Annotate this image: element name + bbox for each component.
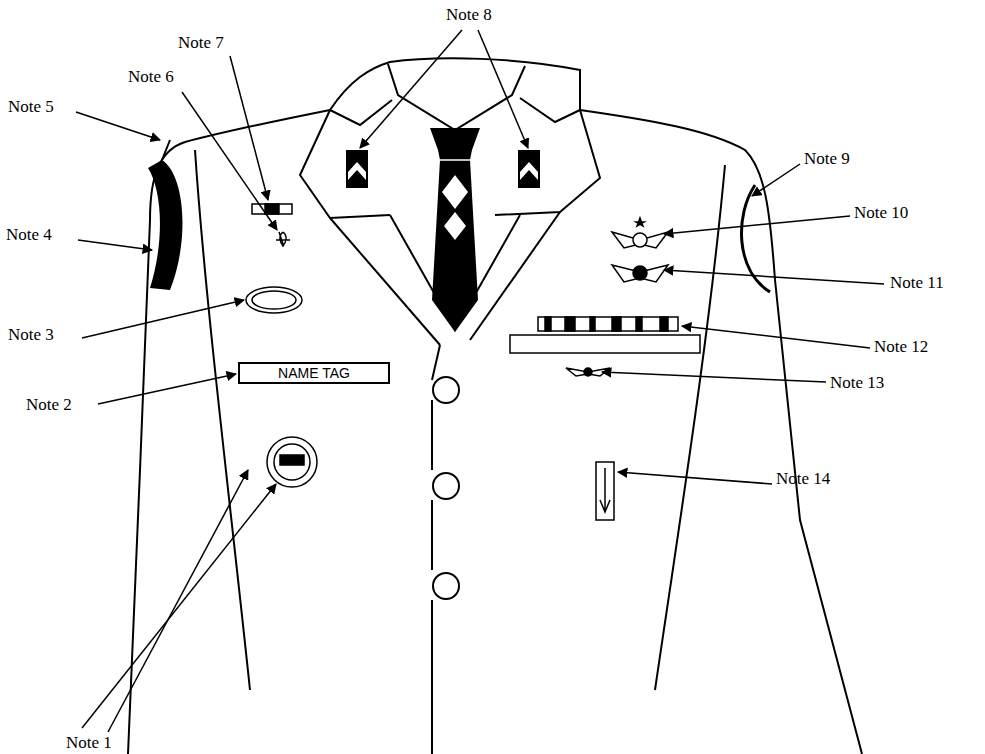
name-tag: NAME TAG bbox=[238, 362, 390, 384]
callout-label: Note 9 bbox=[804, 150, 850, 167]
right-chest-items bbox=[510, 218, 700, 520]
callout-label: Note 5 bbox=[8, 98, 54, 115]
rank-insignia bbox=[346, 150, 540, 188]
left-chest-items bbox=[246, 204, 317, 487]
callout-label: Note 2 bbox=[26, 396, 72, 413]
necktie bbox=[430, 128, 480, 332]
callout-label: Note 12 bbox=[874, 338, 928, 355]
callout-label: Note 13 bbox=[830, 374, 884, 391]
callout-label: Note 7 bbox=[178, 34, 224, 51]
callout-label: Note 3 bbox=[8, 326, 54, 343]
name-tag-text: NAME TAG bbox=[278, 366, 350, 380]
buttons bbox=[433, 377, 459, 599]
callout-label: Note 4 bbox=[6, 226, 52, 243]
shoulder-patch bbox=[148, 160, 182, 290]
callout-label: Note 10 bbox=[854, 204, 908, 221]
callout-label: Note 1 bbox=[66, 734, 112, 751]
leader-lines bbox=[76, 30, 884, 732]
callout-label: Note 14 bbox=[776, 470, 830, 487]
jacket-outline bbox=[128, 58, 862, 754]
callout-label: Note 8 bbox=[446, 6, 492, 23]
callout-label: Note 6 bbox=[128, 68, 174, 85]
callout-label: Note 11 bbox=[890, 274, 944, 291]
